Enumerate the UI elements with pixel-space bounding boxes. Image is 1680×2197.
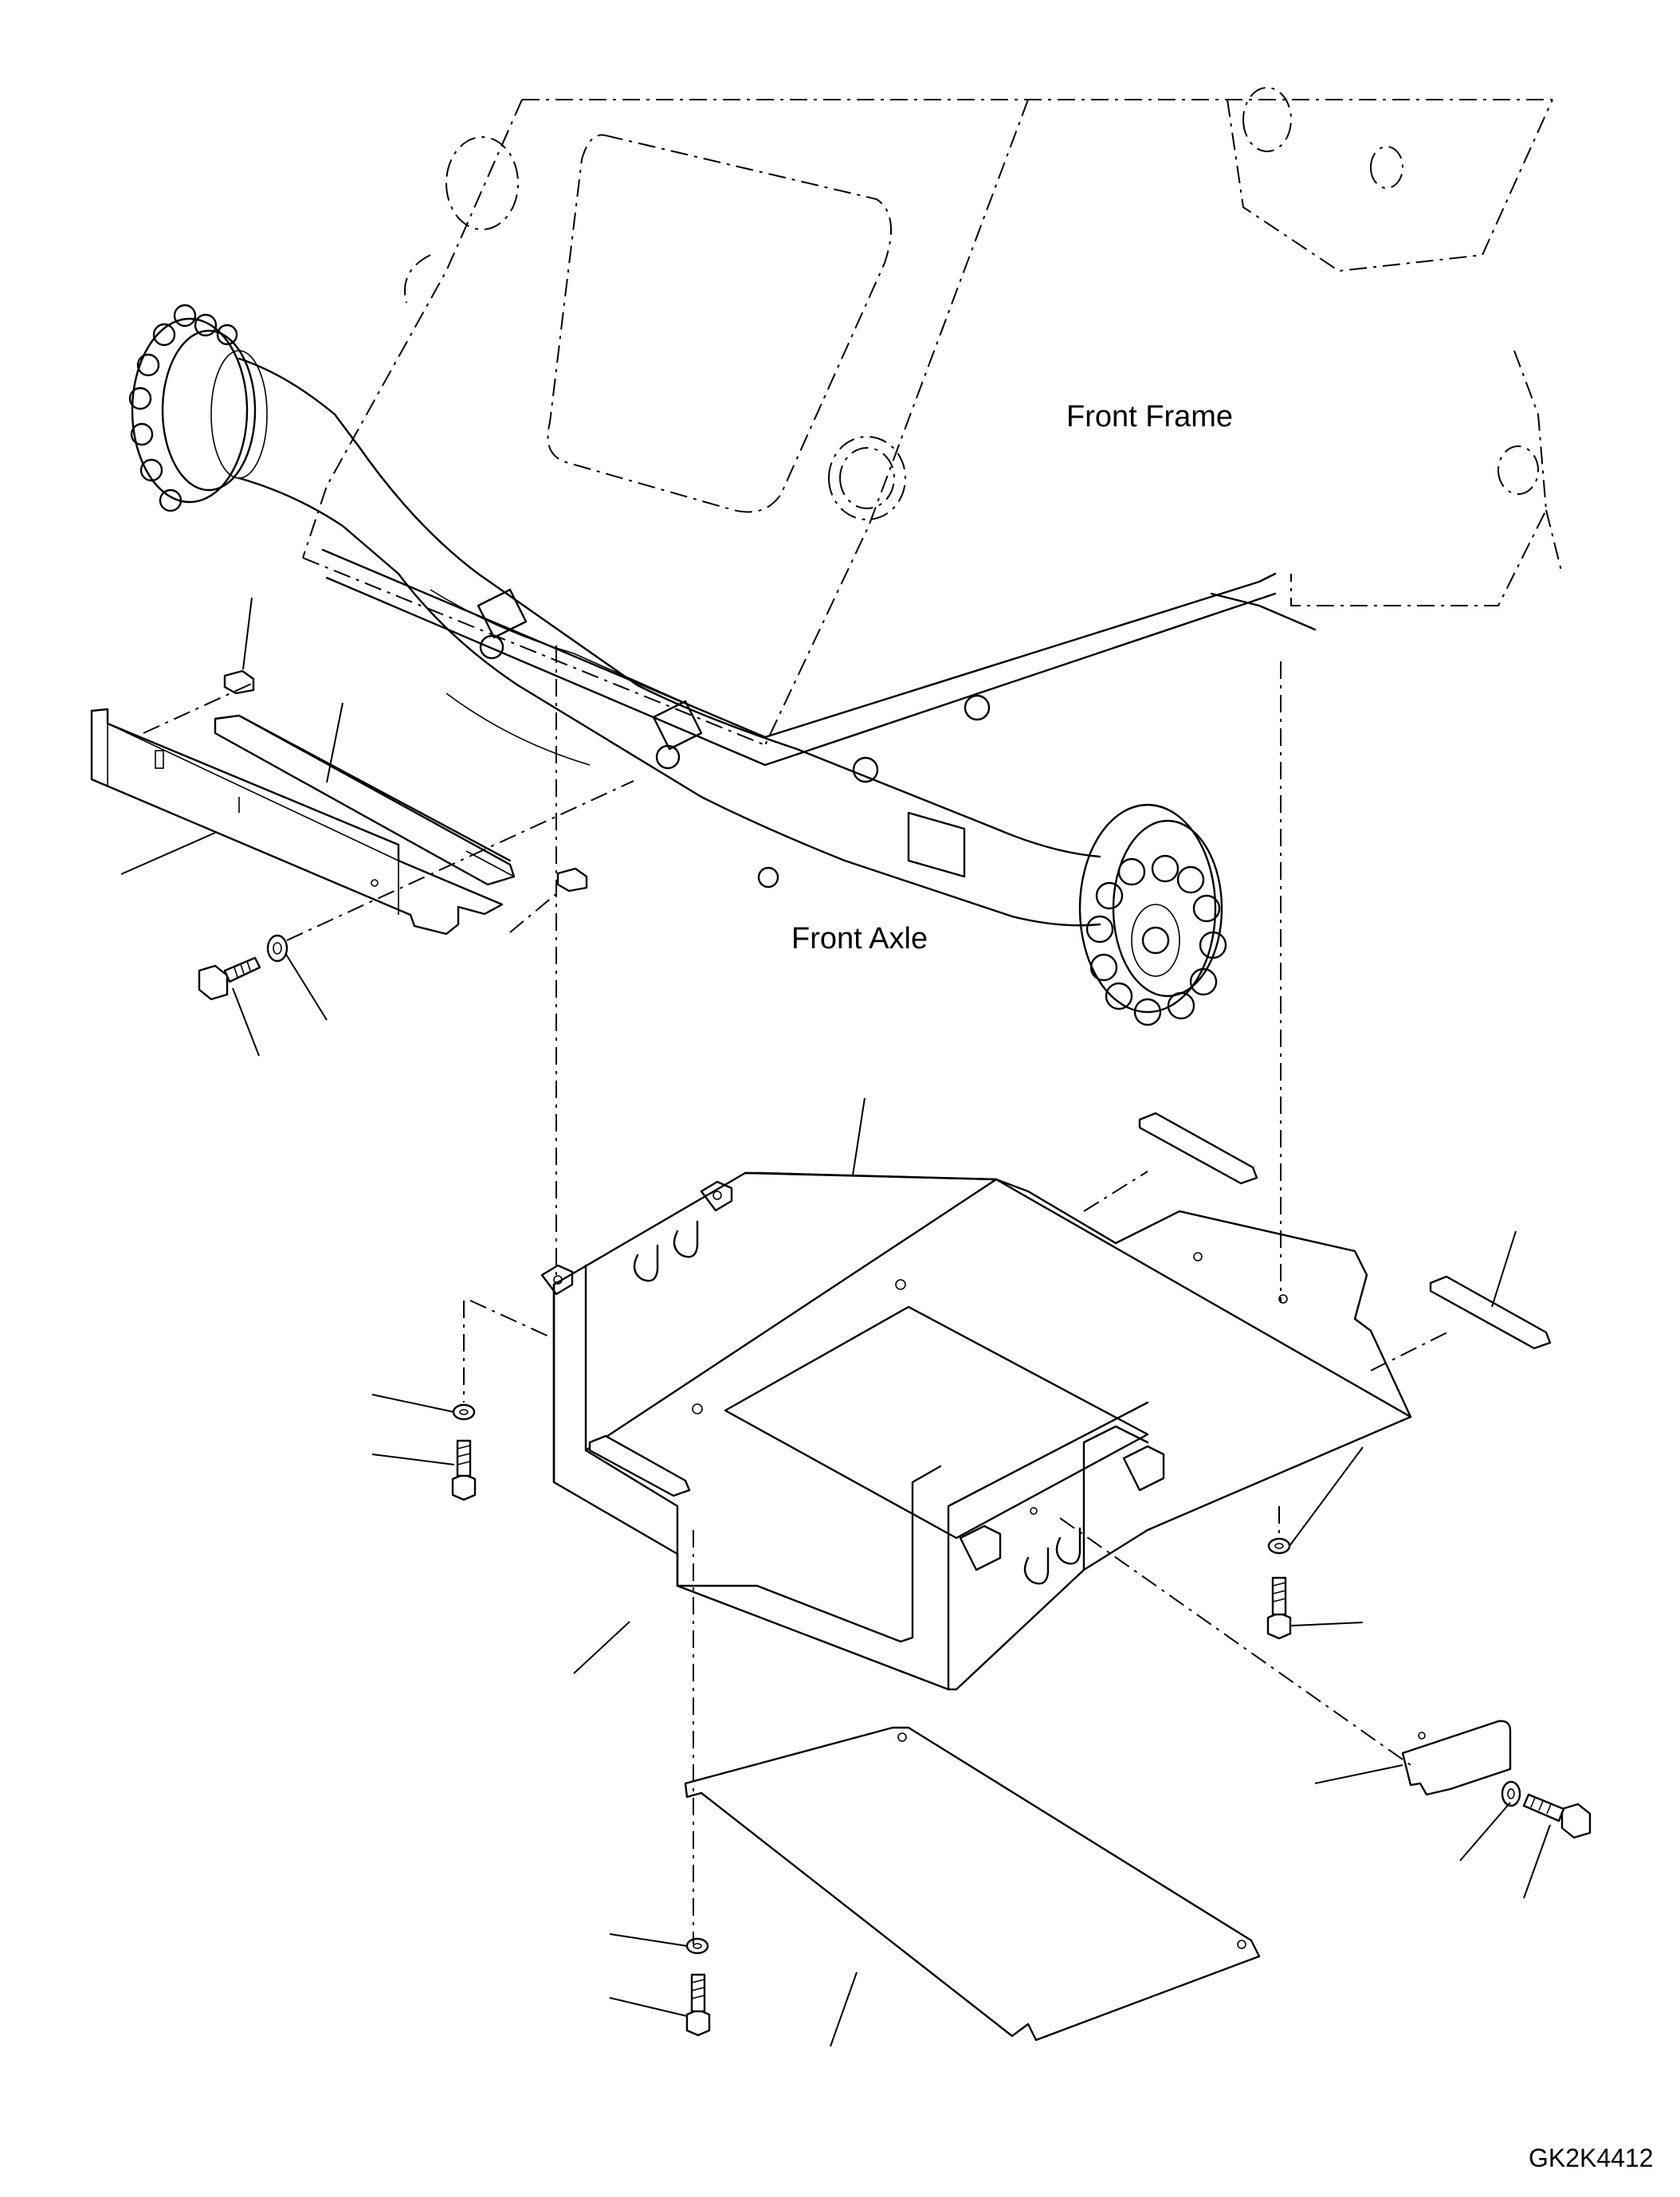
side-cover-strip — [90, 708, 504, 936]
washer-bottom — [685, 1937, 709, 1955]
cover-bracket — [1401, 1720, 1512, 1796]
assembly-center-lines — [143, 645, 1451, 1944]
clip-upper — [223, 669, 255, 695]
rubber-strip-top-right — [1138, 1112, 1258, 1185]
bolt-bracket — [1522, 1793, 1592, 1839]
bolt-left — [451, 1439, 477, 1501]
leader-lines — [120, 597, 1551, 2047]
clip-lower — [556, 867, 588, 893]
washer-right — [1267, 1537, 1291, 1555]
front-frame — [302, 87, 1563, 746]
washer-upper-left — [266, 934, 289, 963]
drawing-code: GK2K4412 — [1529, 2144, 1654, 2172]
front-axle-label: Front Axle — [791, 922, 928, 955]
washer-left — [452, 1403, 476, 1421]
rubber-strip-upper — [214, 714, 516, 886]
bottom-cover-plate — [684, 1726, 1261, 2042]
bolt-right — [1266, 1576, 1292, 1640]
front-axle — [128, 304, 1317, 1026]
bolt-upper-left — [198, 956, 261, 1001]
rubber-strip-right — [1429, 1275, 1552, 1350]
rubber-strip-left — [588, 1434, 691, 1497]
bolt-bottom — [685, 1973, 711, 2037]
under-cover-main — [540, 1171, 1412, 1691]
front-frame-label: Front Frame — [1066, 400, 1234, 434]
washer-bracket — [1501, 1780, 1521, 1807]
